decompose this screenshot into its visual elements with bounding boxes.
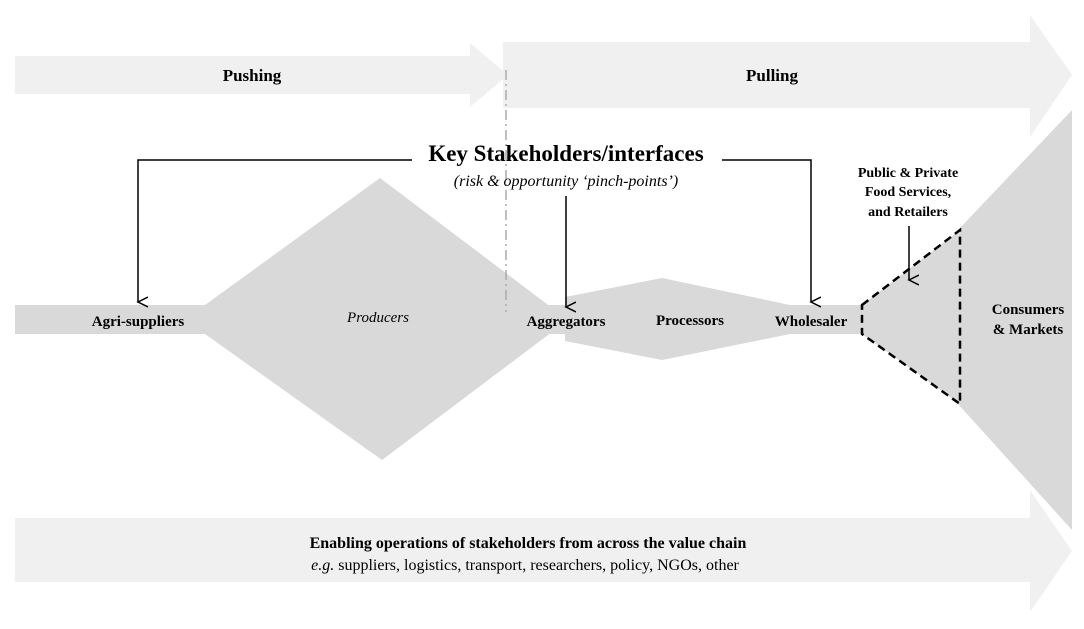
retail-label-line-1: Public & Private bbox=[858, 166, 958, 181]
processors-lens bbox=[565, 278, 790, 360]
retail-label-line-3: and Retailers bbox=[868, 205, 948, 220]
key-stakeholders-title: Key Stakeholders/interfaces bbox=[428, 141, 703, 166]
enabling-examples-prefix: e.g. bbox=[311, 557, 334, 574]
wholesaler-label: Wholesaler bbox=[775, 314, 848, 330]
enabling-title: Enabling operations of stakeholders from… bbox=[310, 535, 747, 552]
consumers-label-line-1: Consumers bbox=[992, 302, 1065, 318]
processors-label: Processors bbox=[656, 313, 724, 329]
enabling-examples: suppliers, logistics, transport, researc… bbox=[334, 557, 739, 574]
pulling-label: Pulling bbox=[746, 66, 798, 85]
pulling-arrow bbox=[503, 15, 1072, 137]
key-stakeholders-subtitle: (risk & opportunity ‘pinch-points’) bbox=[454, 173, 678, 190]
agri-suppliers-label: Agri-suppliers bbox=[92, 314, 185, 330]
consumers-label-line-2: & Markets bbox=[993, 322, 1064, 338]
pushing-label: Pushing bbox=[223, 66, 282, 85]
producers-diamond bbox=[205, 178, 568, 460]
connector-wholesaler bbox=[722, 159, 811, 302]
retail-funnel bbox=[860, 227, 962, 407]
pushing-arrow bbox=[15, 43, 508, 107]
producers-label: Producers bbox=[346, 310, 409, 326]
consumers-funnel bbox=[958, 110, 1072, 530]
aggregators-label: Aggregators bbox=[527, 314, 606, 330]
enabling-arrow bbox=[15, 490, 1072, 612]
enabling-examples-line: e.g. suppliers, logistics, transport, re… bbox=[311, 557, 739, 574]
retail-label-line-2: Food Services, bbox=[865, 185, 951, 200]
connector-agri-suppliers bbox=[138, 159, 412, 302]
